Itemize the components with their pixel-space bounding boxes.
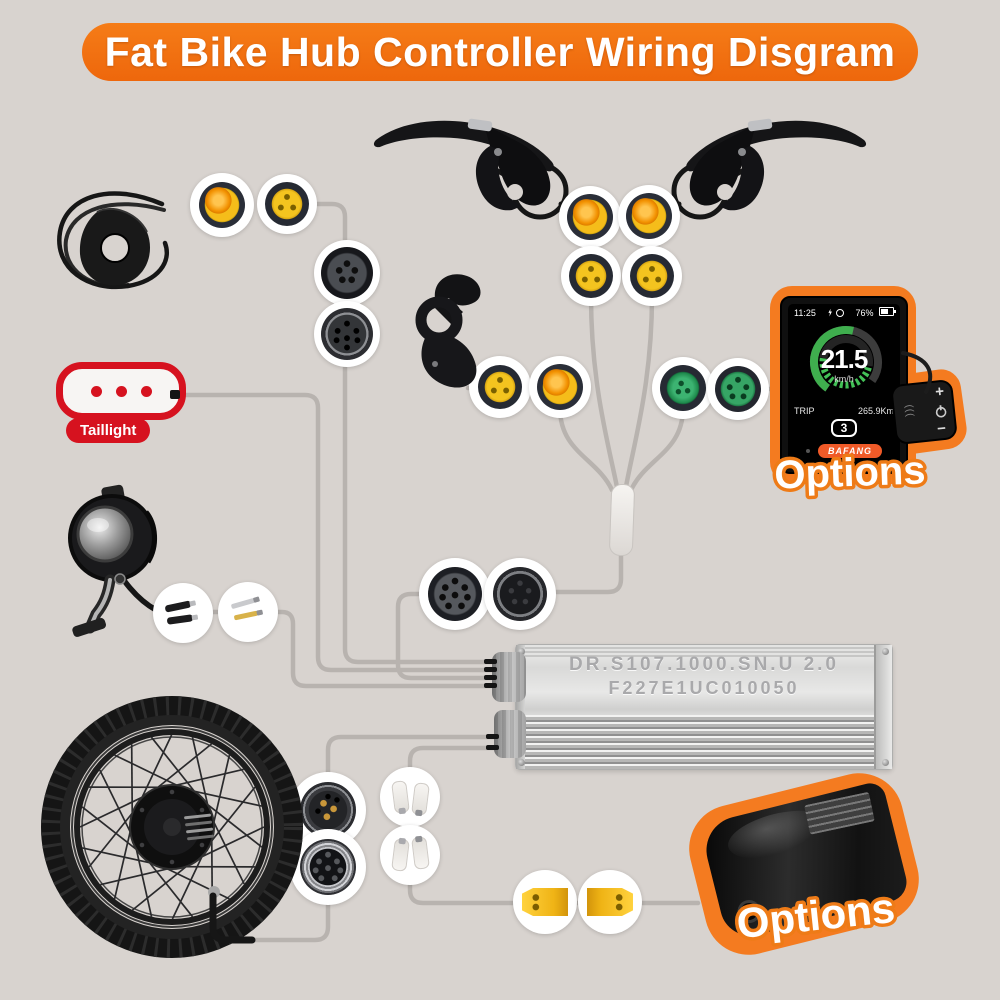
brake-right-branch	[622, 293, 655, 495]
pas-junction-black-male	[314, 240, 380, 306]
battery-spec-label	[804, 791, 875, 835]
motor-controller: DR.S107.1000.SN.U 2.0 F227E1UC010050	[515, 644, 893, 770]
speed-gauge: 21.5 km/h	[788, 320, 900, 406]
pas-cable-coil2	[63, 202, 166, 288]
display-screen: 11:25 76% 21.5 km/h	[788, 304, 900, 466]
options-text-display: Options	[774, 448, 927, 497]
display-remote-control: ((( + −	[890, 378, 958, 446]
bolt-icon	[828, 308, 832, 317]
cable-gland-lower	[494, 710, 526, 758]
controller-serial: F227E1UC010050	[608, 678, 800, 698]
cable-gland-upper	[492, 652, 526, 702]
motor-connector-male	[290, 829, 366, 905]
hub-motor	[129, 784, 215, 870]
pas-sensor	[79, 207, 151, 286]
signal-icon: (((	[903, 403, 916, 419]
headlight-terminals-female	[218, 582, 278, 642]
taillight-connector-nub	[170, 390, 180, 399]
display-connector-green-female	[707, 358, 769, 420]
display-options-label: Options	[770, 446, 930, 501]
brake-lever-left	[373, 118, 554, 211]
brake-left-cable	[493, 167, 537, 190]
throttle-connector-male	[529, 356, 591, 418]
bafang-badge: BAFANG	[818, 444, 882, 458]
options-text-battery: Options	[734, 884, 897, 947]
battery-icon	[878, 307, 896, 316]
remote-plus-button: +	[934, 382, 945, 401]
brake-left-coil	[511, 162, 569, 220]
throttle-branch	[557, 405, 615, 493]
indicator-dot	[806, 449, 810, 453]
harness-junction-female	[419, 558, 491, 630]
trip-label: TRIP	[794, 406, 815, 416]
hub-motor-cable	[209, 892, 256, 944]
remote-minus-button: −	[936, 419, 947, 438]
pas-connector-yellow-male	[190, 173, 254, 237]
display-battery-percent: 76%	[855, 308, 874, 318]
taillight	[56, 362, 186, 420]
xt60-connector-female	[578, 870, 642, 934]
xt60-connector-male	[513, 870, 577, 934]
speed-value: 21.5	[820, 344, 869, 374]
lcd-display: 11:25 76% 21.5 km/h	[780, 296, 908, 474]
controller-end-plate	[874, 645, 892, 769]
display-branch	[628, 405, 686, 493]
brake-left-connector-male	[559, 186, 621, 248]
speed-unit: km/h	[834, 374, 854, 384]
power-icon	[933, 404, 949, 424]
cable-splitter-sheath	[608, 483, 636, 557]
taillight-label: Taillight	[66, 418, 151, 443]
spokes	[79, 734, 265, 920]
assist-level: 3	[830, 419, 858, 437]
title-banner: Fat Bike Hub Controller Wiring Disgram	[82, 23, 918, 81]
harness-junction-male	[484, 558, 556, 630]
freewheel	[184, 813, 220, 898]
display-connector-green-male	[652, 357, 714, 419]
brake-right-coil	[671, 162, 729, 220]
brake-right-connector-female	[622, 246, 682, 306]
page-title: Fat Bike Hub Controller Wiring Disgram	[104, 28, 896, 75]
brake-right-connector-male	[618, 185, 680, 247]
front-wheel-hub-motor	[41, 696, 303, 958]
headlamp-icon	[835, 308, 844, 317]
brake-left-connector-female	[561, 246, 621, 306]
throttle-connector-female	[469, 356, 531, 418]
bullet-connectors-upper	[380, 767, 440, 827]
motor-wire	[249, 734, 515, 943]
pas-junction-black-female	[314, 301, 380, 367]
battery-options-label: Options	[731, 884, 901, 951]
brake-left-branch	[588, 293, 621, 495]
headlight-terminals-male	[153, 583, 213, 643]
bullet-connectors-lower	[380, 825, 440, 885]
trip-value: 265.9Km	[857, 406, 894, 416]
display-time: 11:25	[794, 307, 816, 318]
brake-lever-right	[686, 118, 867, 211]
controller-model: DR.S107.1000.SN.U 2.0	[568, 654, 839, 675]
pas-cable-coil	[57, 191, 169, 290]
headlight-pigtail	[101, 545, 159, 613]
brake-right-cable	[703, 167, 747, 190]
pas-connector-yellow-female	[257, 174, 317, 234]
